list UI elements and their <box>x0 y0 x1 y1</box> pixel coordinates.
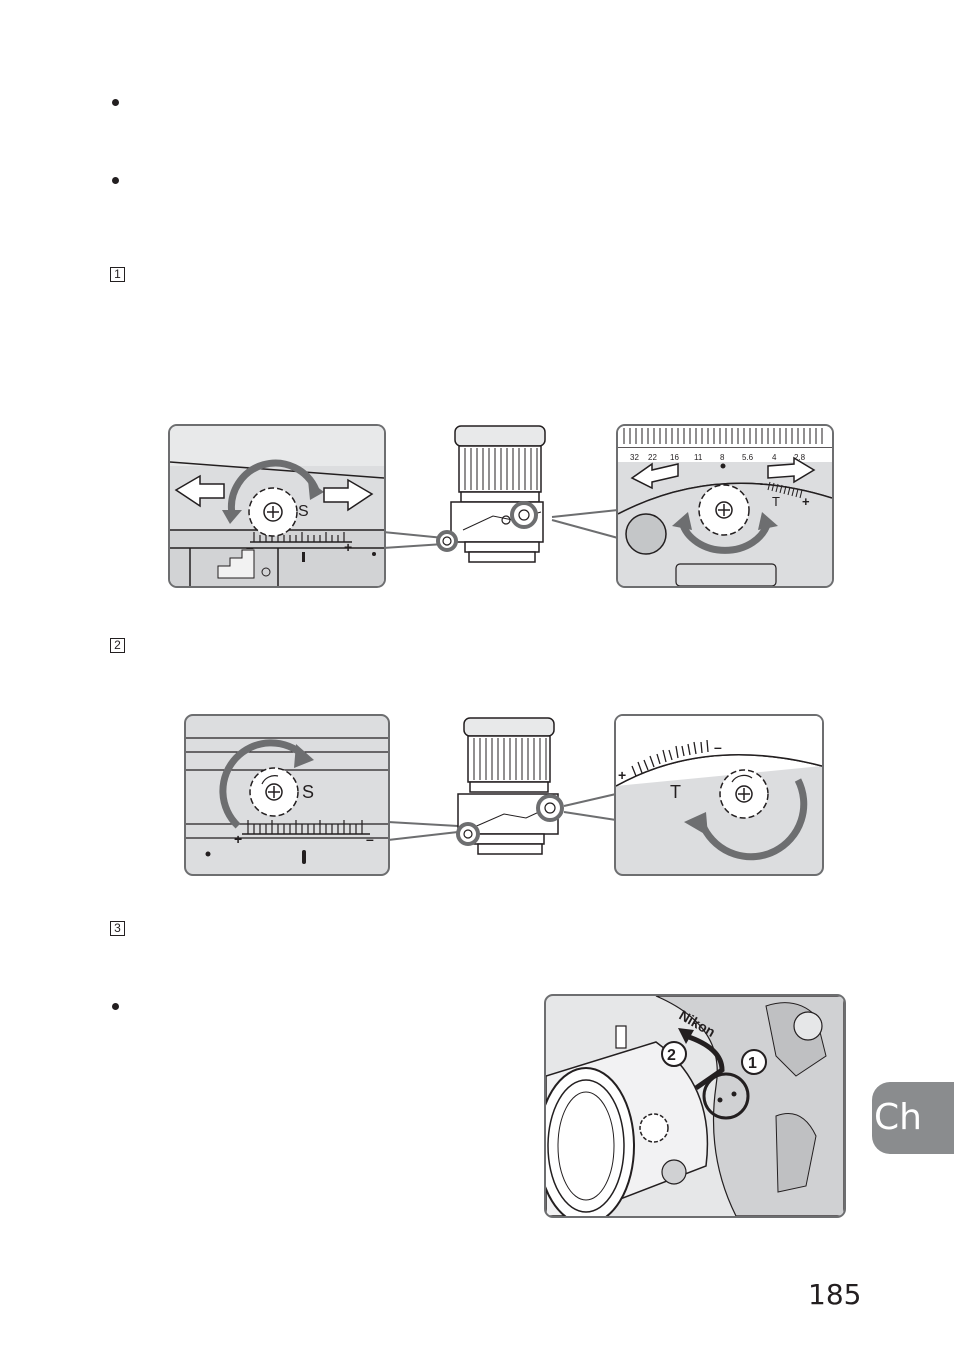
lock-s-label: S <box>302 782 314 802</box>
tilt-knob-closeup: 32 22 16 11 8 5.6 4 2.8 T + – <box>616 424 834 588</box>
aperture-label: 32 <box>630 453 639 462</box>
lock-s-label: S <box>298 503 309 520</box>
callout-1-label: 1 <box>748 1055 757 1072</box>
callout-2-label: 2 <box>667 1047 676 1064</box>
tilt-plus-label: + <box>802 494 810 509</box>
lens-illustration <box>436 425 546 563</box>
tilt-t-mark: T <box>670 782 681 802</box>
aperture-scale: 32 22 16 11 8 5.6 4 2.8 <box>630 453 806 462</box>
aperture-label: 5.6 <box>742 453 754 462</box>
right-arrow-icon <box>323 478 374 512</box>
callout-lines <box>382 509 619 549</box>
lens-mount-photo: Nikon 2 1 <box>544 994 846 1218</box>
bullet-point <box>112 99 119 106</box>
aperture-label: 16 <box>670 453 679 462</box>
aperture-label: 4 <box>772 453 777 462</box>
tilt-t-mark: T <box>772 494 780 509</box>
bullet-point <box>112 1003 119 1010</box>
lens-mount-illustration: Nikon 2 1 <box>546 996 844 1216</box>
rotate-arrow-icon <box>678 520 772 554</box>
shift-knob-illustration: + – S <box>186 737 388 864</box>
tilt-knob-illustration: 32 22 16 11 8 5.6 4 2.8 T + – <box>618 426 832 586</box>
rotate-arrow-icon <box>700 778 808 861</box>
callout-1-circle <box>741 1049 767 1075</box>
figure-1: – + S <box>168 420 838 592</box>
page-number: 185 <box>808 1278 862 1311</box>
knob-icon <box>719 769 769 819</box>
bullet-point <box>112 177 119 184</box>
rotate-arrow-icon <box>685 1033 725 1091</box>
knob-icon <box>249 767 299 817</box>
scale-minus-label: – <box>246 539 254 555</box>
lens-side-view <box>452 716 568 866</box>
shift-knob-illustration: – + S <box>170 426 384 586</box>
left-arrow-icon <box>174 474 225 508</box>
shift-knob-closeup: – + S <box>168 424 386 588</box>
scale-minus-label: – <box>366 831 374 847</box>
release-button-icon <box>625 513 667 555</box>
tilt-knob-highlight <box>536 794 564 822</box>
step-number-1: 1 <box>110 267 125 282</box>
scale-plus-label: + <box>234 831 242 847</box>
right-arrow-icon <box>767 456 816 484</box>
aperture-label: 8 <box>720 453 725 462</box>
tilt-knob-highlight <box>510 501 538 529</box>
shift-knob-highlight <box>456 822 480 846</box>
tilt-knob-closeup: + – T <box>614 714 824 876</box>
scale-plus-label: + <box>344 539 352 555</box>
shift-scale <box>250 532 376 562</box>
lens-illustration <box>456 717 564 855</box>
step-number-2: 2 <box>110 638 125 653</box>
knob-icon <box>698 484 750 536</box>
tilt-minus-label: – <box>760 476 767 491</box>
figure-2: + – S <box>184 712 828 880</box>
rotate-arrow-icon <box>219 739 307 829</box>
shift-scale <box>205 820 370 864</box>
chapter-tab[interactable]: Ch <box>872 1082 954 1154</box>
tilt-plus-label: + <box>618 767 626 783</box>
rotate-arrow-icon <box>227 459 320 515</box>
lens-side-view <box>433 420 555 570</box>
aperture-label: 2.8 <box>794 453 806 462</box>
knob-icon <box>248 487 298 537</box>
tilt-knob-illustration: + – T <box>616 716 822 861</box>
index-highlight <box>702 1072 750 1120</box>
shift-knob-closeup: + – S <box>184 714 390 876</box>
tilt-minus-label: – <box>714 739 722 755</box>
step-number-3: 3 <box>110 921 125 936</box>
callout-2-circle <box>661 1041 687 1067</box>
callout-lines <box>387 793 617 841</box>
shift-knob-highlight <box>436 530 458 552</box>
aperture-label: 11 <box>694 453 703 462</box>
aperture-label: 22 <box>648 453 657 462</box>
left-arrow-icon <box>630 462 679 490</box>
